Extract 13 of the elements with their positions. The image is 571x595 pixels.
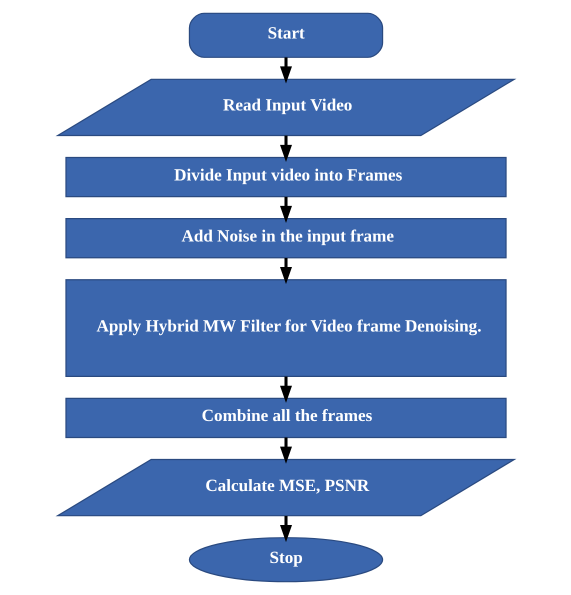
node-ellipse: Stop [188, 537, 383, 582]
arrow [280, 57, 292, 84]
arrow [280, 516, 292, 542]
node-box: Combine all the frames [64, 398, 506, 438]
arrow [280, 438, 292, 464]
arrow [280, 136, 292, 162]
node-box: Add Noise in the input frame [64, 218, 506, 258]
arrow [280, 258, 292, 284]
arrow [280, 376, 292, 403]
node-box: Start [188, 12, 383, 58]
node-box: Apply Hybrid MW Filter for Video frame Denoising. [64, 279, 506, 377]
node-box: Divide Input video into Frames [64, 156, 506, 198]
arrow [280, 196, 292, 223]
